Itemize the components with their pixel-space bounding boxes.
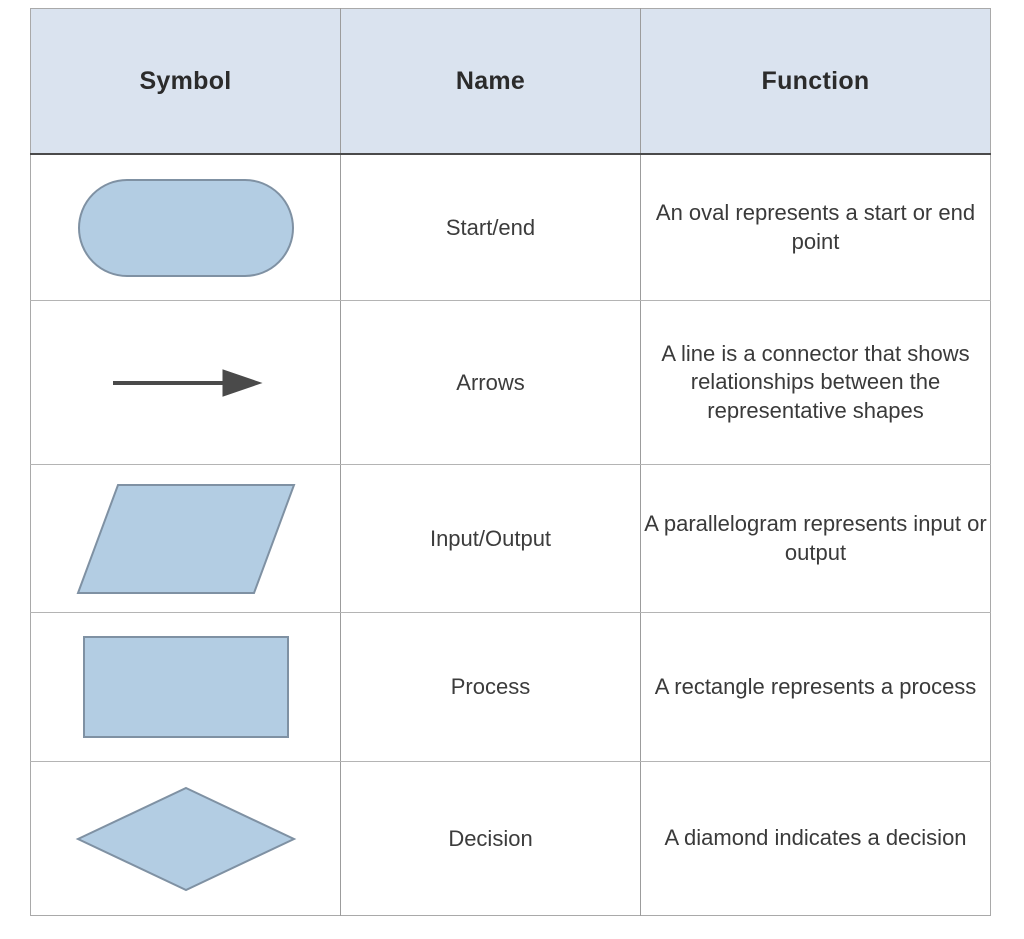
rounded-rectangle-oval-icon: [77, 178, 294, 277]
column-header-function: Function: [640, 8, 991, 155]
table-row: Arrows A line is a connector that shows …: [30, 300, 991, 465]
symbol-container: [31, 301, 340, 464]
name-cell: Decision: [340, 761, 641, 916]
rectangle-icon: [82, 636, 289, 738]
function-cell: A diamond indicates a decision: [664, 825, 967, 851]
function-cell: An oval represents a start or end point: [640, 154, 991, 301]
flowchart-symbols-table: Symbol Name Function Start/end: [30, 8, 991, 916]
name-cell: Input/Output: [340, 464, 641, 613]
symbol-container: [31, 155, 340, 300]
column-header-symbol: Symbol: [30, 8, 341, 155]
symbol-container: [31, 613, 340, 761]
parallelogram-icon: [76, 483, 295, 594]
table-header: Symbol Name Function: [30, 8, 991, 155]
symbol-container: [31, 465, 340, 612]
function-cell: A line is a connector that shows relatio…: [640, 300, 991, 465]
name-cell: Process: [340, 612, 641, 762]
table-header-row: Symbol Name Function: [30, 8, 991, 155]
table-body: Start/end An oval represents a start or …: [30, 154, 991, 916]
name-cell: Start/end: [340, 154, 641, 301]
function-cell: A parallelogram represents input or outp…: [640, 464, 991, 613]
table-row: Process A rectangle represents a process: [30, 612, 991, 762]
flowchart-symbols-table-wrapper: Symbol Name Function Start/end: [30, 8, 991, 916]
table-row: Start/end An oval represents a start or …: [30, 154, 991, 301]
table-row: Decision A diamond indicates a decision: [30, 761, 991, 916]
symbol-cell-arrows: [30, 300, 341, 465]
column-header-name: Name: [340, 8, 641, 155]
name-cell: Arrows: [340, 300, 641, 465]
diamond-icon: [75, 786, 296, 891]
symbol-cell-start-end: [30, 154, 341, 301]
right-arrow-icon: [112, 368, 263, 397]
function-cell: A rectangle represents a process: [640, 612, 991, 762]
symbol-cell-decision: [30, 761, 341, 916]
table-row: Input/Output A parallelogram represents …: [30, 464, 991, 613]
symbol-cell-input-output: [30, 464, 341, 613]
symbol-container: [31, 762, 340, 915]
symbol-cell-process: [30, 612, 341, 762]
